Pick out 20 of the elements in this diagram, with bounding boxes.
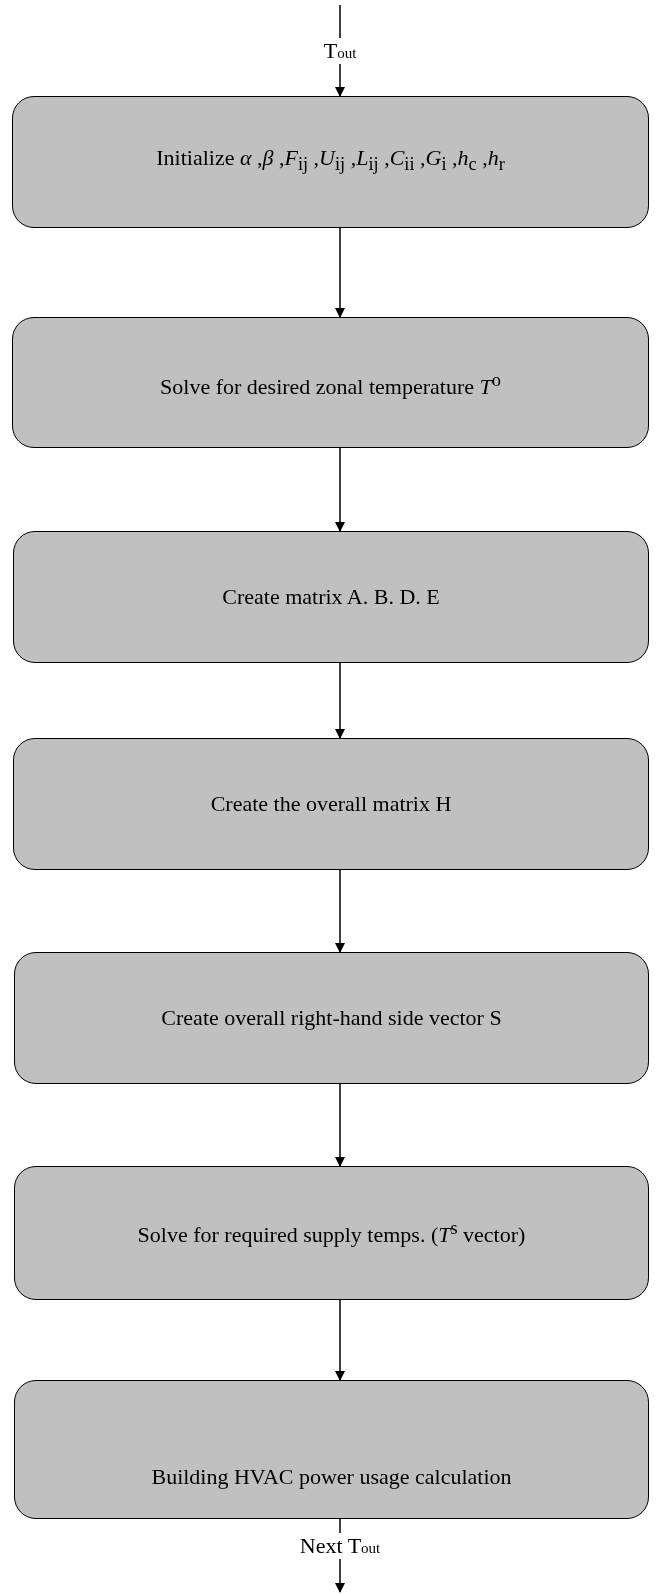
arrow (335, 227, 345, 318)
step-text: Building HVAC power usage calculation (151, 1464, 512, 1490)
process-box (14, 1380, 649, 1519)
process-box (12, 96, 649, 228)
step-text: Solve for desired zonal temperature T$^{o}$ (160, 370, 501, 401)
step-text: Create matrix A. B. D. E (222, 584, 440, 610)
arrow (335, 869, 345, 953)
arrow (335, 447, 345, 532)
process-box (12, 317, 649, 448)
process-box (13, 738, 649, 870)
step-text: Create overall right-hand side vector S (161, 1005, 502, 1031)
arrow (335, 1083, 345, 1167)
arrow (335, 1299, 345, 1381)
step-text: Create the overall matrix H (210, 791, 452, 817)
step-text: Solve for required supply temps. (T$^{s}$ vector) (137, 1217, 526, 1249)
process-box (13, 531, 649, 663)
process-box (14, 952, 649, 1084)
arrow (335, 662, 345, 739)
step-text: Initialize α ,β ,F$_{ij}$ ,U$_{ij}$ ,L$_{ij}$ ,C$_{ii}$ ,G$_{i}$ ,h$_{c}$ ,h$_{r}$ (156, 145, 505, 176)
process-box (14, 1166, 649, 1300)
